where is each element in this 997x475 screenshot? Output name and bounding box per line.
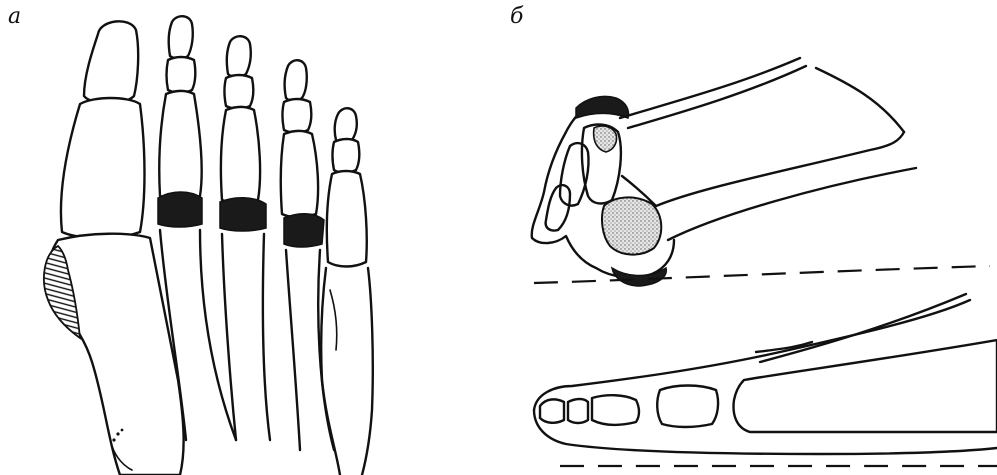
dorsal-callus [576, 96, 629, 118]
panel-a-forefoot-drawing [44, 16, 373, 475]
third-mt-head-shaded [220, 198, 266, 231]
proximal-phalanx-head [594, 126, 617, 152]
great-toe [61, 21, 145, 238]
first-metatarsal [44, 234, 184, 475]
fourth-mt-head-shaded [284, 214, 324, 247]
third-toe [220, 36, 270, 440]
normal-toe-lateral [534, 294, 997, 466]
claw-toe-lateral [532, 58, 990, 286]
fourth-toe [281, 60, 334, 450]
fifth-toe [321, 108, 373, 475]
panel-b-lateral-drawings [532, 58, 997, 466]
second-mt-head-shaded [158, 192, 202, 227]
metatarsal-head [602, 197, 661, 254]
